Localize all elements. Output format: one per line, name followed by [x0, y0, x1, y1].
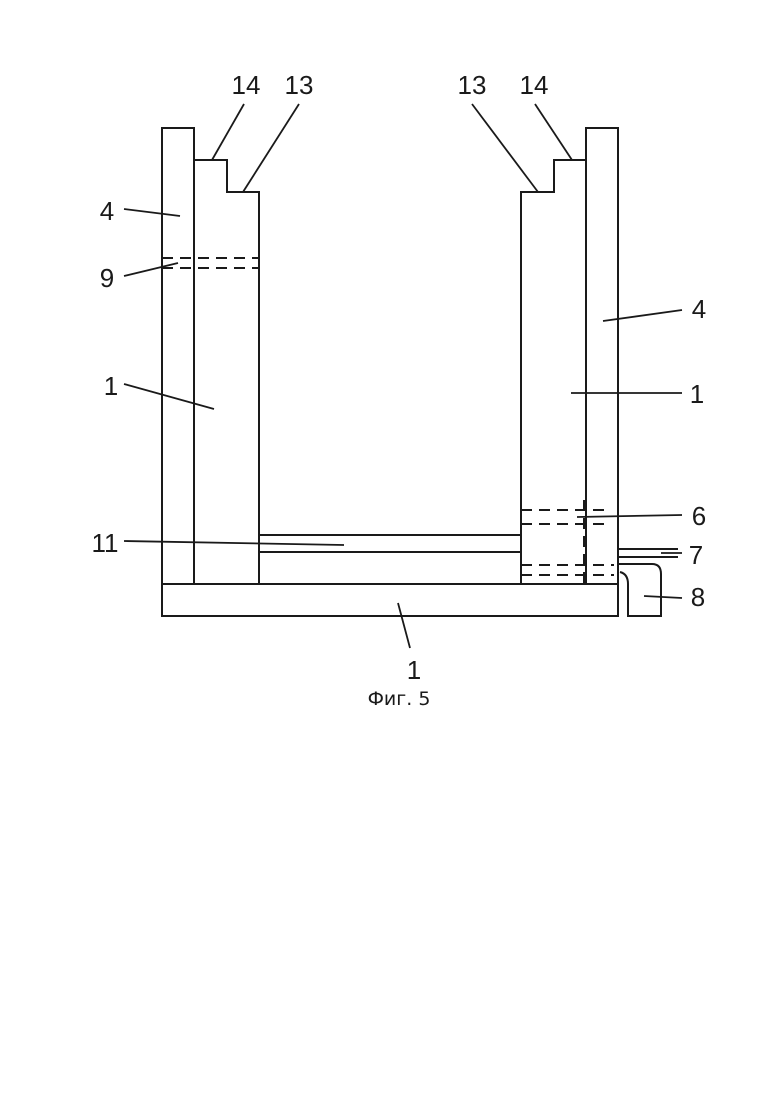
leader-top-right-13: [472, 104, 538, 192]
right-inner-wall: [521, 160, 586, 584]
figure-caption: Фиг. 5: [368, 688, 431, 710]
label-left-11: 11: [92, 528, 119, 558]
leader-right-6: [577, 515, 682, 517]
leader-left-4: [124, 209, 180, 216]
label-right-6: 6: [692, 501, 706, 531]
base-plate: [162, 584, 618, 616]
label-bottom-1: 1: [407, 655, 421, 685]
label-top-right-13: 13: [458, 70, 487, 100]
leader-top-left-13: [243, 104, 299, 192]
label-top-left-13: 13: [285, 70, 314, 100]
label-top-left-14: 14: [232, 70, 261, 100]
leader-top-left-14: [212, 104, 244, 160]
side-element: [618, 564, 661, 616]
leader-top-right-14: [535, 104, 572, 160]
label-left-9: 9: [100, 263, 114, 293]
label-left-1: 1: [104, 371, 118, 401]
label-left-4: 4: [100, 196, 114, 226]
leader-left-9: [124, 263, 178, 276]
label-right-7: 7: [689, 540, 703, 570]
label-right-1: 1: [690, 379, 704, 409]
leader-right-4: [603, 310, 682, 321]
leader-right-8: [644, 596, 682, 598]
leader-bottom-1: [398, 603, 410, 648]
leader-left-1: [124, 384, 214, 409]
left-outer-wall: [162, 128, 194, 584]
label-right-8: 8: [691, 582, 705, 612]
left-inner-wall: [194, 160, 259, 584]
leader-left-11: [124, 541, 344, 545]
label-right-4: 4: [692, 294, 706, 324]
label-top-right-14: 14: [520, 70, 549, 100]
